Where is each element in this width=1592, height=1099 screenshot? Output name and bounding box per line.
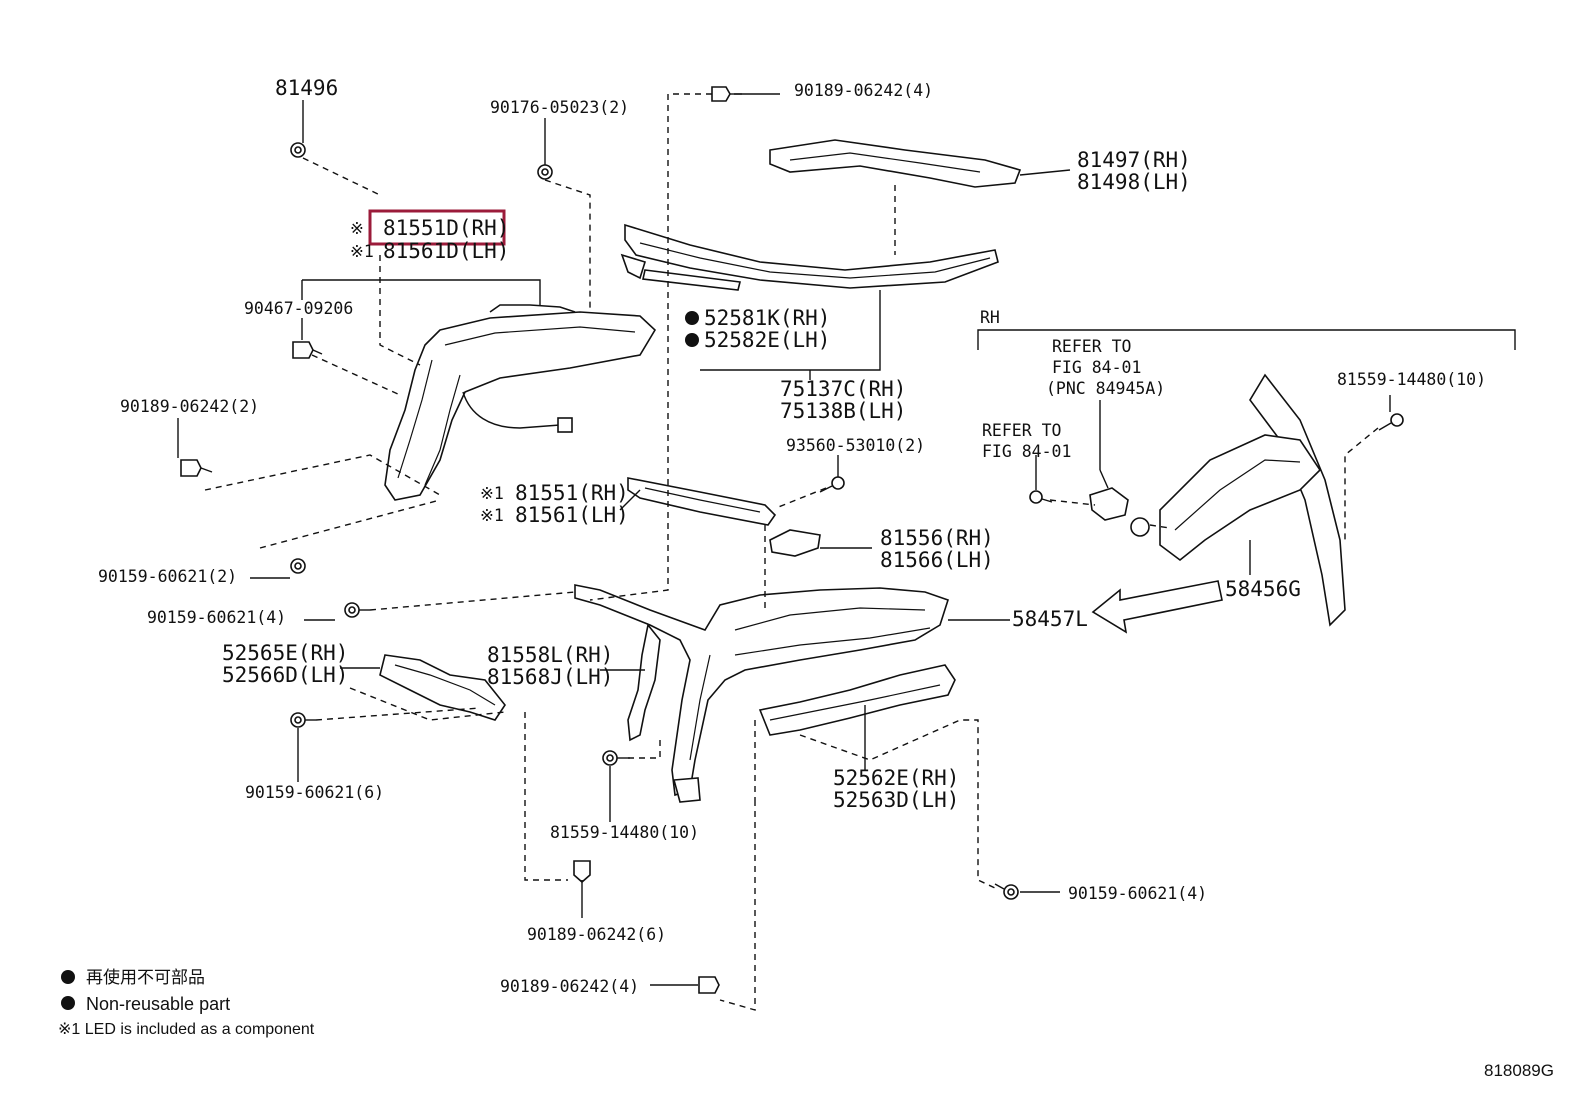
mark-81551d: ※: [350, 219, 364, 238]
figure-number: 818089G: [1484, 1061, 1554, 1080]
legend-line-3: ※1 LED is included as a component: [58, 1021, 315, 1038]
refer2-line1: REFER TO: [982, 421, 1061, 440]
callout-90176: 90176-05023(2): [490, 98, 629, 117]
callout-75137c: 75137C(RH): [780, 377, 906, 401]
mark-81561: ※1: [480, 506, 504, 525]
bumper-side-58456g: [1159, 373, 1346, 627]
mark-81561d: ※1: [350, 242, 374, 261]
callout-81558l: 81558L(RH): [487, 643, 613, 667]
lamp-81551: [627, 477, 777, 526]
garnish-75137c: [620, 223, 999, 289]
callout-90467: 90467-09206: [244, 299, 353, 318]
bracket-52562e: [758, 664, 956, 736]
callout-75138b: 75138B(LH): [780, 399, 906, 423]
callout-52562e: 52562E(RH): [833, 766, 959, 790]
refer1-line3: (PNC 84945A): [1046, 379, 1165, 398]
callout-81559-mid: 81559-14480(10): [550, 823, 699, 842]
legend-line-1: 再使用不可部品: [86, 967, 205, 987]
non-reusable-dot: [685, 333, 699, 347]
legend-dot: [61, 996, 75, 1010]
callout-90159-6: 90159-60621(6): [245, 783, 384, 802]
callout-81566: 81566(LH): [880, 548, 994, 572]
callout-81551d: 81551D(RH): [383, 216, 509, 240]
callout-81551: 81551(RH): [515, 481, 629, 505]
callout-81568j: 81568J(LH): [487, 665, 613, 689]
callout-58456g: 58456G: [1225, 577, 1301, 601]
callout-93560: 93560-53010(2): [786, 436, 925, 455]
connector-84945a: [1089, 469, 1150, 537]
rh-label: RH: [980, 308, 1000, 327]
callout-52566d: 52566D(LH): [222, 663, 348, 687]
callout-90189-6: 90189-06242(6): [527, 925, 666, 944]
refer1-line1: REFER TO: [1052, 337, 1131, 356]
callout-81496: 81496: [275, 76, 338, 100]
callout-52582e: 52582E(LH): [704, 328, 830, 352]
callout-81559-right: 81559-14480(10): [1337, 370, 1486, 389]
refer1-line2: FIG 84-01: [1052, 358, 1141, 377]
direction-arrow: [1091, 580, 1223, 634]
callout-81498: 81498(LH): [1077, 170, 1191, 194]
callout-90159-4a: 90159-60621(4): [147, 608, 286, 627]
callout-81497: 81497(RH): [1077, 148, 1191, 172]
strip-52581k: [642, 269, 741, 291]
callout-81556: 81556(RH): [880, 526, 994, 550]
callout-52581k: 52581K(RH): [704, 306, 830, 330]
bracket-52565e: [379, 654, 506, 721]
legend: 再使用不可部品 Non-reusable part ※1 LED is incl…: [58, 967, 315, 1038]
callout-58457l: 58457L: [1012, 607, 1088, 631]
callout-81561: 81561(LH): [515, 503, 629, 527]
callout-labels: 81496 90176-05023(2) 90189-06242(4) 8149…: [98, 76, 1486, 996]
callout-81561d: 81561D(LH): [383, 239, 509, 263]
highlight-box: [368, 209, 506, 246]
upper-moulding-81497: [769, 139, 1022, 188]
non-reusable-dot: [685, 311, 699, 325]
callout-90189-top: 90189-06242(4): [794, 81, 933, 100]
bracket-81558l: [627, 623, 661, 742]
legend-dot: [61, 970, 75, 984]
fasteners: [180, 86, 1404, 994]
callout-52563d: 52563D(LH): [833, 788, 959, 812]
lamp-assembly-81551d: [384, 304, 657, 501]
legend-line-2: Non-reusable part: [86, 994, 230, 1014]
bracket-81556: [769, 529, 821, 557]
callout-90159-2: 90159-60621(2): [98, 567, 237, 586]
callout-90189-4b: 90189-06242(4): [500, 977, 639, 996]
refer2-line2: FIG 84-01: [982, 442, 1071, 461]
mark-81551: ※1: [480, 484, 504, 503]
bumper-retainer-58457l: [574, 584, 949, 803]
leader-lines: [177, 93, 1516, 1011]
callout-90159-4b: 90159-60621(4): [1068, 884, 1207, 903]
callout-52565e: 52565E(RH): [222, 641, 348, 665]
callout-90189-left: 90189-06242(2): [120, 397, 259, 416]
